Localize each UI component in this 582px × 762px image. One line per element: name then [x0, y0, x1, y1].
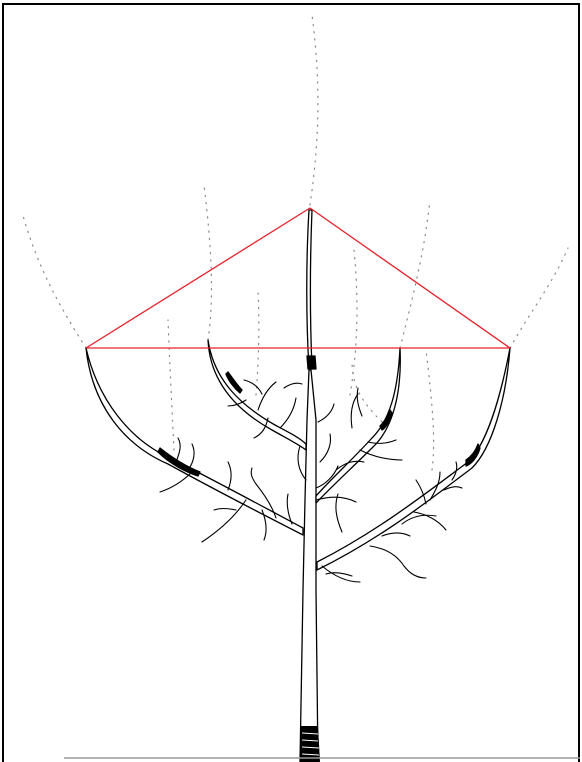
tree-trunk [300, 370, 318, 762]
guide-line-left-diagonal [86, 208, 310, 348]
twig [370, 546, 426, 578]
twig [414, 512, 446, 530]
canopy-guide-triangle [86, 208, 510, 348]
twig [228, 462, 231, 490]
twig [382, 533, 410, 536]
twig [298, 446, 306, 480]
twig [284, 383, 302, 388]
dotted-guide-left-outer [22, 212, 86, 348]
dotted-guide-left-mid [256, 292, 259, 395]
twig [214, 509, 236, 511]
dotted-guide-right-side [352, 360, 382, 422]
graft-union-wrap [300, 726, 320, 762]
twig [351, 394, 358, 428]
twig [336, 494, 342, 532]
twig [244, 380, 262, 394]
twig [258, 382, 276, 410]
dotted-guide-right-low [426, 350, 434, 470]
twig [176, 438, 180, 462]
dotted-guide-left-inner [204, 185, 211, 340]
twig [202, 500, 246, 542]
leader-cut-mark [307, 356, 316, 369]
twig [280, 398, 296, 428]
tree-structure [86, 210, 510, 762]
twig [320, 434, 331, 462]
guide-line-right-diagonal [310, 208, 510, 348]
twig [318, 404, 334, 422]
dotted-guide-leader [310, 15, 318, 205]
twig [357, 388, 362, 416]
left-inner-limb [208, 340, 306, 450]
left-scaffold-limb [86, 348, 303, 535]
right-scaffold-limb [317, 348, 510, 570]
central-leader [307, 210, 312, 368]
right-inner-shading [380, 410, 392, 430]
dotted-guide-left-low [168, 320, 174, 450]
twig [326, 573, 352, 576]
twig [188, 444, 194, 470]
dotted-guide-right-outer [510, 248, 568, 348]
